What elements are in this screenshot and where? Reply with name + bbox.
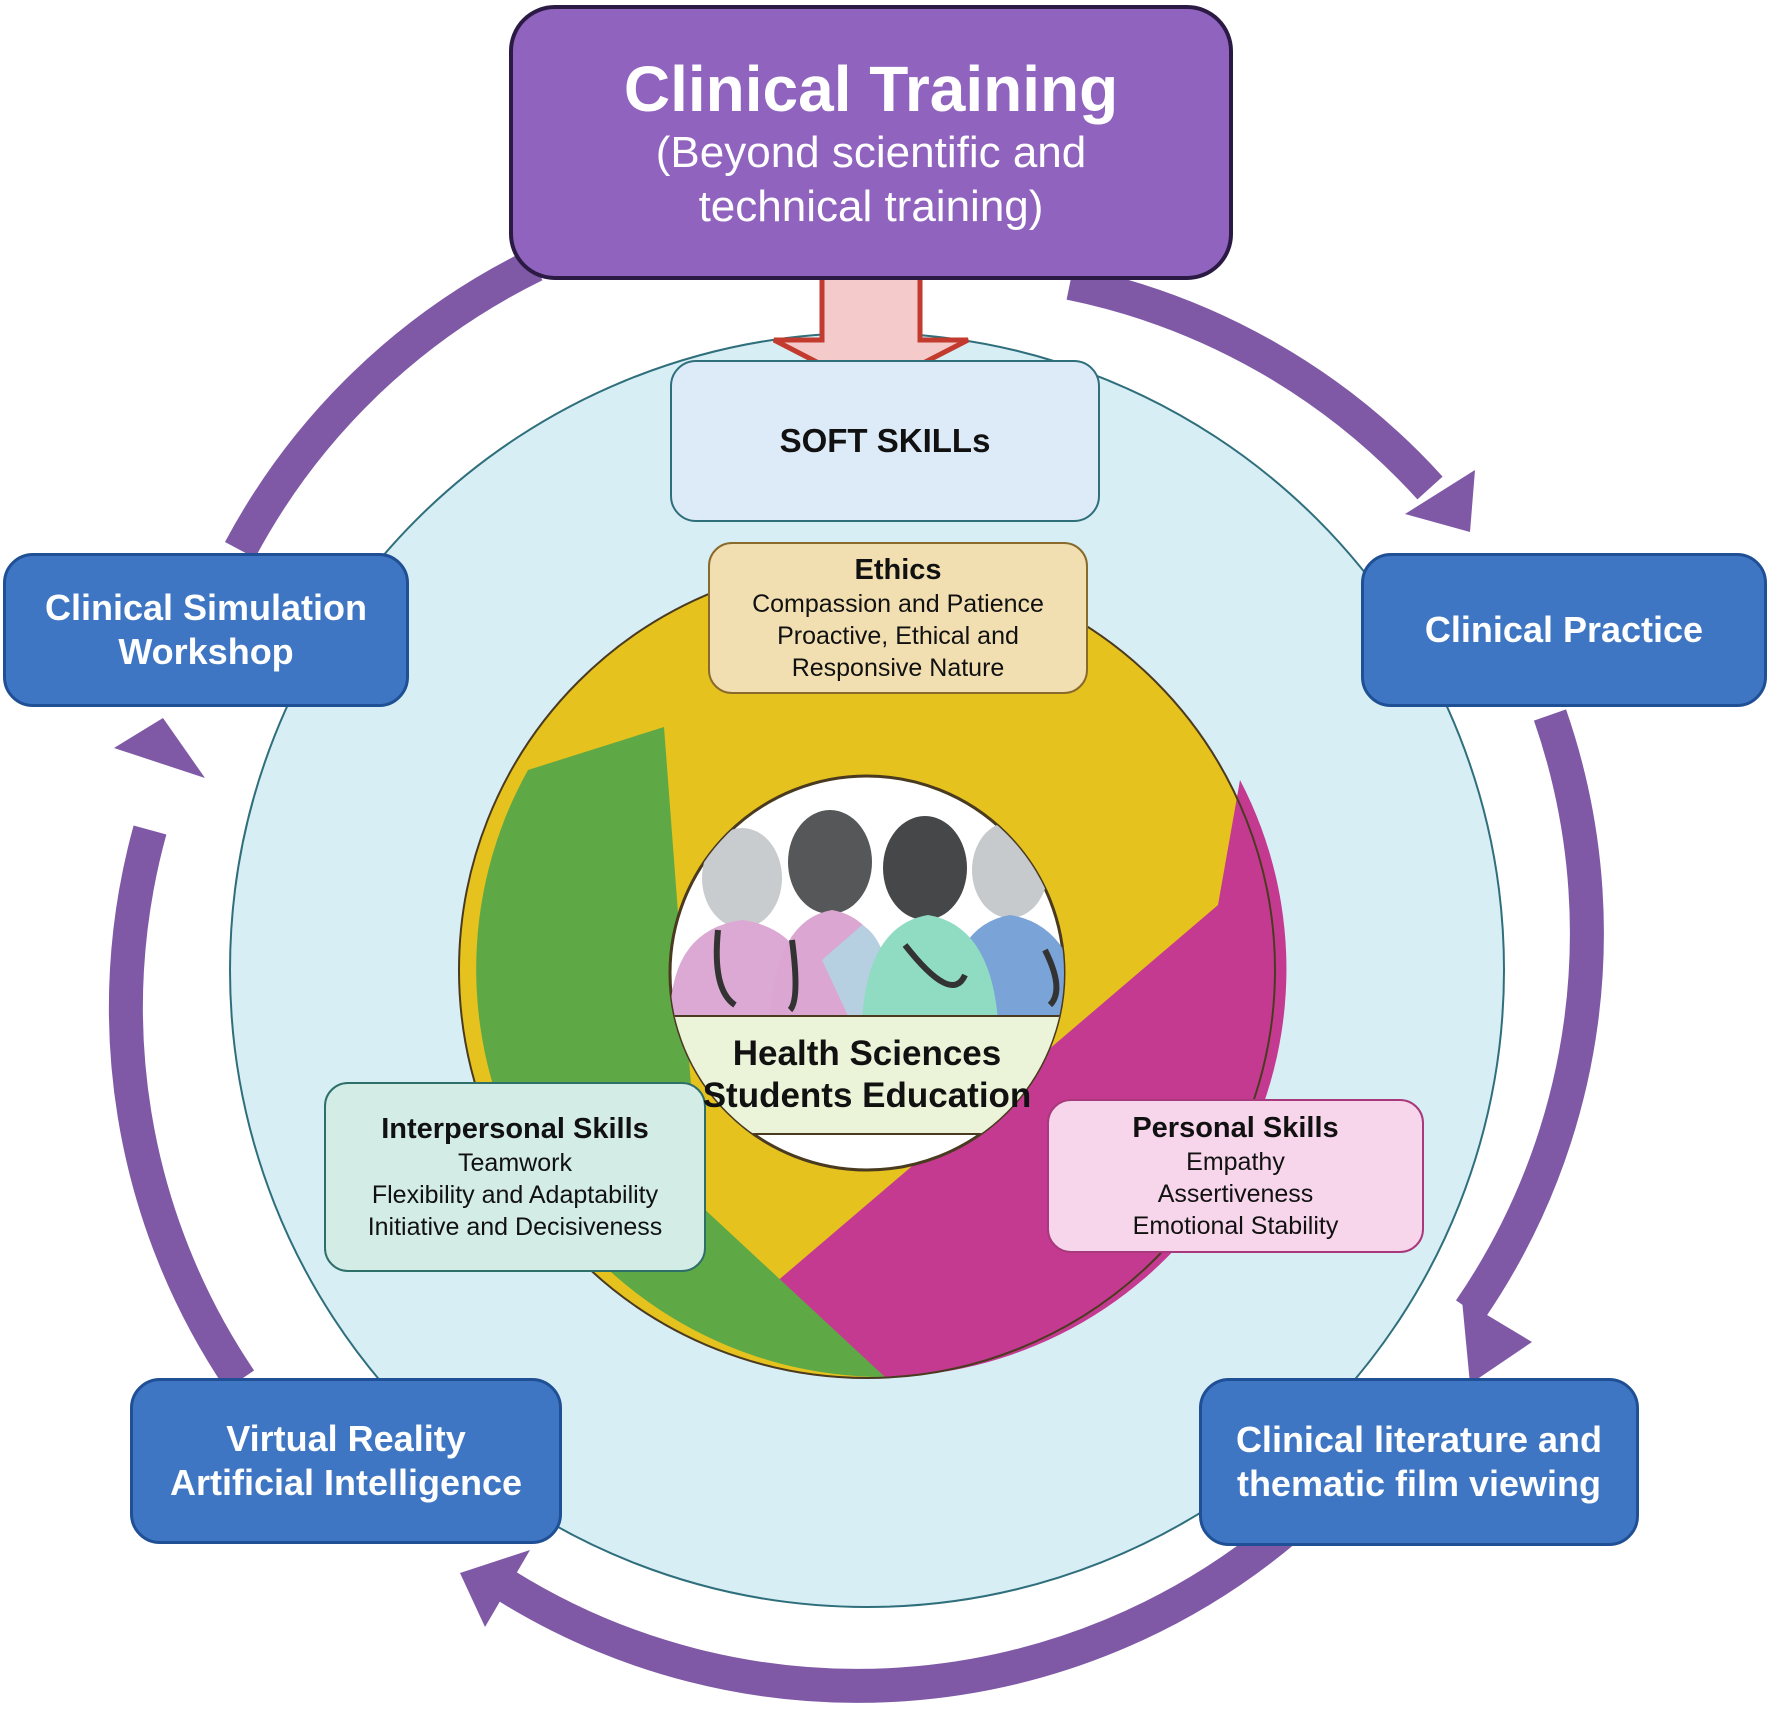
cycle-arrowhead-vr [460, 1550, 530, 1627]
soft-skills-box: SOFT SKILLs [670, 360, 1100, 522]
cycle-arrowhead-simulation [114, 718, 205, 778]
title: Clinical Training [623, 52, 1119, 125]
interpersonal-item: Flexibility and Adaptability [371, 1181, 659, 1209]
center-label: Health Sciences Students Education [702, 1034, 1032, 1115]
cycle-arc-bottom [496, 1516, 1296, 1703]
clinical-practice-box: Clinical Practice [1361, 553, 1767, 707]
cycle-arc-right [1455, 709, 1604, 1320]
ethics-box: Ethics Compassion and Patience Proactive… [708, 542, 1088, 694]
cycle-arrowhead-literature [1462, 1300, 1532, 1384]
personal-item: Emotional Stability [1132, 1212, 1339, 1240]
soft-skills-label: SOFT SKILLs [779, 422, 991, 459]
personal-item: Assertiveness [1157, 1180, 1314, 1208]
cycle-arc-top-right [1066, 266, 1443, 500]
virtual-reality-ai-box: Virtual Reality Artificial Intelligence [130, 1378, 562, 1544]
stethoscopes [713, 929, 1060, 1013]
student-3 [862, 816, 998, 1020]
interpersonal-skills-box: Interpersonal Skills Teamwork Flexibilit… [324, 1082, 706, 1272]
clinical-simulation-workshop-box: Clinical Simulation Workshop [3, 553, 409, 707]
interpersonal-title: Interpersonal Skills [381, 1113, 649, 1145]
ethics-title: Ethics [854, 554, 942, 586]
ethics-item: Proactive, Ethical and [777, 622, 1019, 650]
cycle-arrowhead-practice [1405, 470, 1475, 532]
clinical-training-title-box: Clinical Training (Beyond scientific and… [509, 5, 1233, 280]
center-label-band [670, 1015, 1064, 1135]
personal-item: Empathy [1186, 1148, 1285, 1176]
subtitle: (Beyond scientific and technical trainin… [655, 127, 1087, 231]
cycle-arc-left [108, 825, 255, 1390]
interpersonal-item: Teamwork [458, 1149, 572, 1177]
clinical-literature-film-box: Clinical literature and thematic film vi… [1199, 1378, 1639, 1546]
personal-title: Personal Skills [1132, 1112, 1339, 1144]
cycle-arc-top-left [224, 249, 543, 558]
student-2 [770, 810, 895, 1020]
ethics-item: Responsive Nature [791, 654, 1005, 682]
interpersonal-item: Initiative and Decisiveness [367, 1213, 663, 1241]
personal-skills-box: Personal Skills Empathy Assertiveness Em… [1047, 1099, 1424, 1253]
ethics-item: Compassion and Patience [752, 590, 1044, 618]
